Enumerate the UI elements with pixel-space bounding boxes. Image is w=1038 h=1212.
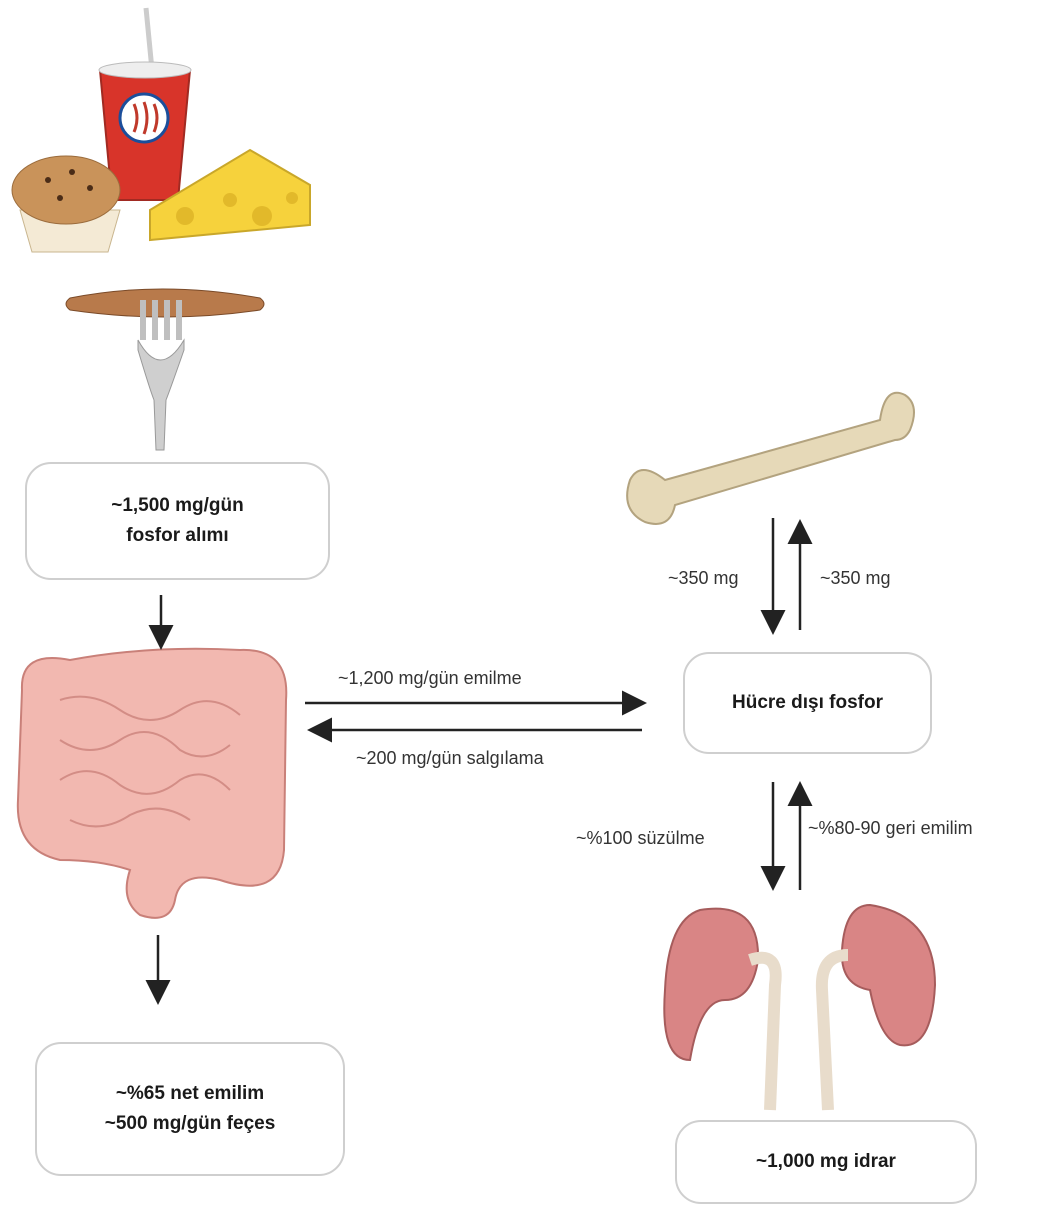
food-icon bbox=[12, 8, 310, 252]
filtration-label: ~%100 süzülme bbox=[576, 828, 705, 849]
urine-box: ~1,000 mg idrar bbox=[675, 1120, 977, 1204]
urine-title: ~1,000 mg idrar bbox=[756, 1147, 896, 1177]
feces-line2: ~500 mg/gün feçes bbox=[105, 1109, 276, 1139]
intake-line2: fosfor alımı bbox=[126, 521, 228, 551]
intestine-icon bbox=[18, 649, 286, 918]
absorption-label: ~1,200 mg/gün emilme bbox=[338, 668, 522, 689]
intake-line1: ~1,500 mg/gün bbox=[111, 491, 244, 521]
feces-box: ~%65 net emilim ~500 mg/gün feçes bbox=[35, 1042, 345, 1176]
reabsorption-label: ~%80-90 geri emilim bbox=[808, 818, 973, 839]
bone-up-label: ~350 mg bbox=[820, 568, 891, 589]
bone-down-label: ~350 mg bbox=[668, 568, 739, 589]
kidneys-icon bbox=[664, 905, 935, 1110]
secretion-label: ~200 mg/gün salgılama bbox=[356, 748, 544, 769]
extracellular-title: Hücre dışı fosfor bbox=[732, 688, 883, 718]
bone-icon bbox=[627, 393, 914, 524]
intake-box: ~1,500 mg/gün fosfor alımı bbox=[25, 462, 330, 580]
feces-line1: ~%65 net emilim bbox=[116, 1079, 264, 1109]
fork-sausage-icon bbox=[66, 289, 264, 450]
extracellular-box: Hücre dışı fosfor bbox=[683, 652, 932, 754]
